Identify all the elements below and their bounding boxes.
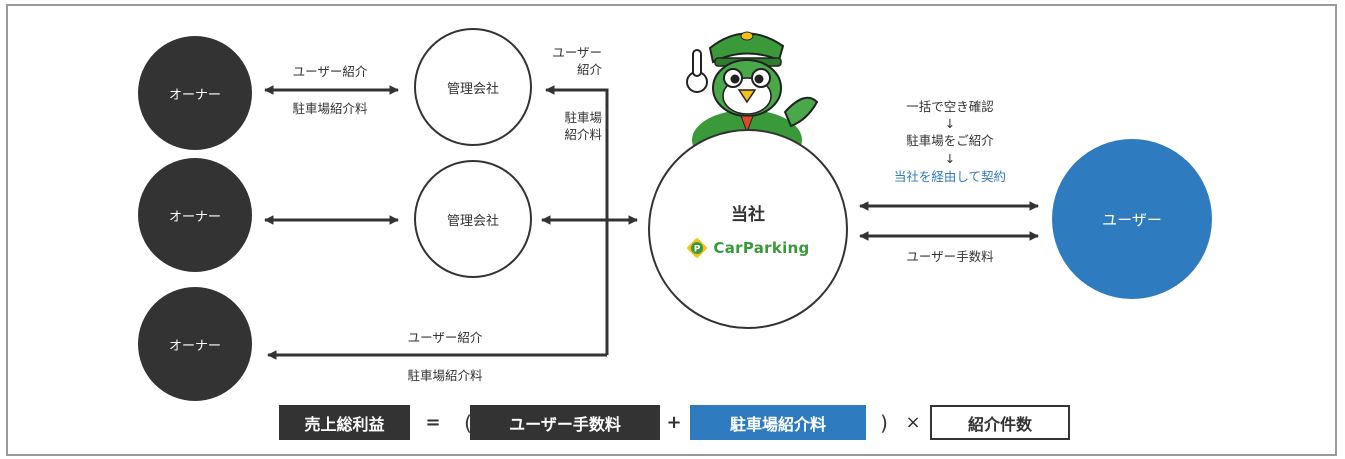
owner-label: オーナー <box>168 209 221 225</box>
label-user-intro-bottom: ユーザー紹介 <box>407 330 483 345</box>
label-flow-step-3: 当社を経由して契約 <box>893 169 1007 184</box>
label-vertical-fee-2: 紹介料 <box>564 127 602 142</box>
label-parking-fee-top: 駐車場紹介料 <box>292 101 368 116</box>
formula-times: × <box>905 412 921 433</box>
arrow-vertical-to-mgmt1 <box>545 85 609 355</box>
formula-close-paren: ) <box>880 410 888 435</box>
owner-label: オーナー <box>168 87 221 103</box>
company-node: 当社 P CarParking <box>648 129 848 329</box>
formula-user-fee-box: ユーザー手数料 <box>470 405 660 440</box>
label-flow-arrow-1: ↓ <box>944 116 956 131</box>
owner-label: オーナー <box>168 338 221 354</box>
svg-text:P: P <box>694 244 701 254</box>
formula-open-paren: ( <box>464 410 472 435</box>
label-user-fee: ユーザー手数料 <box>906 249 994 264</box>
formula-count-box: 紹介件数 <box>930 405 1070 440</box>
formula-total-box: 売上総利益 <box>279 405 410 440</box>
owner-node-1: オーナー <box>138 36 252 150</box>
formula-parking-fee-box: 駐車場紹介料 <box>690 405 866 440</box>
label-parking-fee-bottom: 駐車場紹介料 <box>407 368 483 383</box>
parking-p-icon: P <box>687 237 708 258</box>
formula-plus: + <box>666 412 682 433</box>
user-label: ユーザー <box>1102 210 1162 229</box>
formula-equals: = <box>425 412 441 433</box>
label-flow-arrow-2: ↓ <box>944 151 956 166</box>
label-vertical-fee-1: 駐車場 <box>564 110 602 125</box>
mgmt-company-label: 管理会社 <box>446 213 499 229</box>
label-flow-step-1: 一括で空き確認 <box>906 99 994 114</box>
label-flow-step-2: 駐車場をご紹介 <box>906 133 994 148</box>
carparking-logo: P CarParking <box>686 237 809 259</box>
mgmt-company-label: 管理会社 <box>446 81 499 97</box>
owner-node-2: オーナー <box>138 158 252 272</box>
company-label: 当社 <box>730 204 765 225</box>
label-vertical-intro-2: 紹介 <box>576 62 602 77</box>
label-user-intro-top: ユーザー紹介 <box>292 64 368 79</box>
user-node: ユーザー <box>1052 139 1212 299</box>
label-vertical-intro-1: ユーザー <box>552 45 602 60</box>
mgmt-company-node-1: 管理会社 <box>414 28 532 146</box>
carparking-logo-text: CarParking <box>713 238 810 257</box>
owner-node-3: オーナー <box>138 287 252 401</box>
mgmt-company-node-2: 管理会社 <box>414 160 532 278</box>
